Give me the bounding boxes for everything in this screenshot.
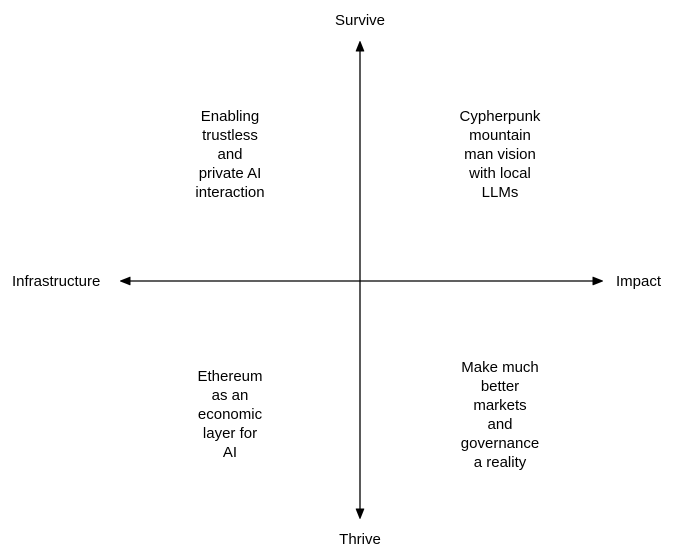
right-arrowhead-icon (592, 276, 603, 286)
axis-label-survive: Survive (334, 12, 386, 29)
quadrant-top-right-text: Cypherpunk mountain man vision with loca… (459, 108, 541, 201)
down-arrowhead-icon (355, 508, 365, 519)
left-arrowhead-icon (120, 276, 131, 286)
axis-label-infrastructure: Infrastructure (12, 273, 101, 290)
quadrant-top-left-text: Enabling trustless and private AI intera… (195, 108, 265, 201)
quadrant-bottom-left-text: Ethereum as an economic layer for AI (197, 368, 263, 461)
axis-label-impact: Impact (616, 273, 662, 290)
up-arrowhead-icon (355, 41, 365, 52)
quadrant-bottom-right-text: Make much better markets and governance … (460, 359, 540, 471)
axis-label-thrive: Thrive (339, 531, 381, 548)
